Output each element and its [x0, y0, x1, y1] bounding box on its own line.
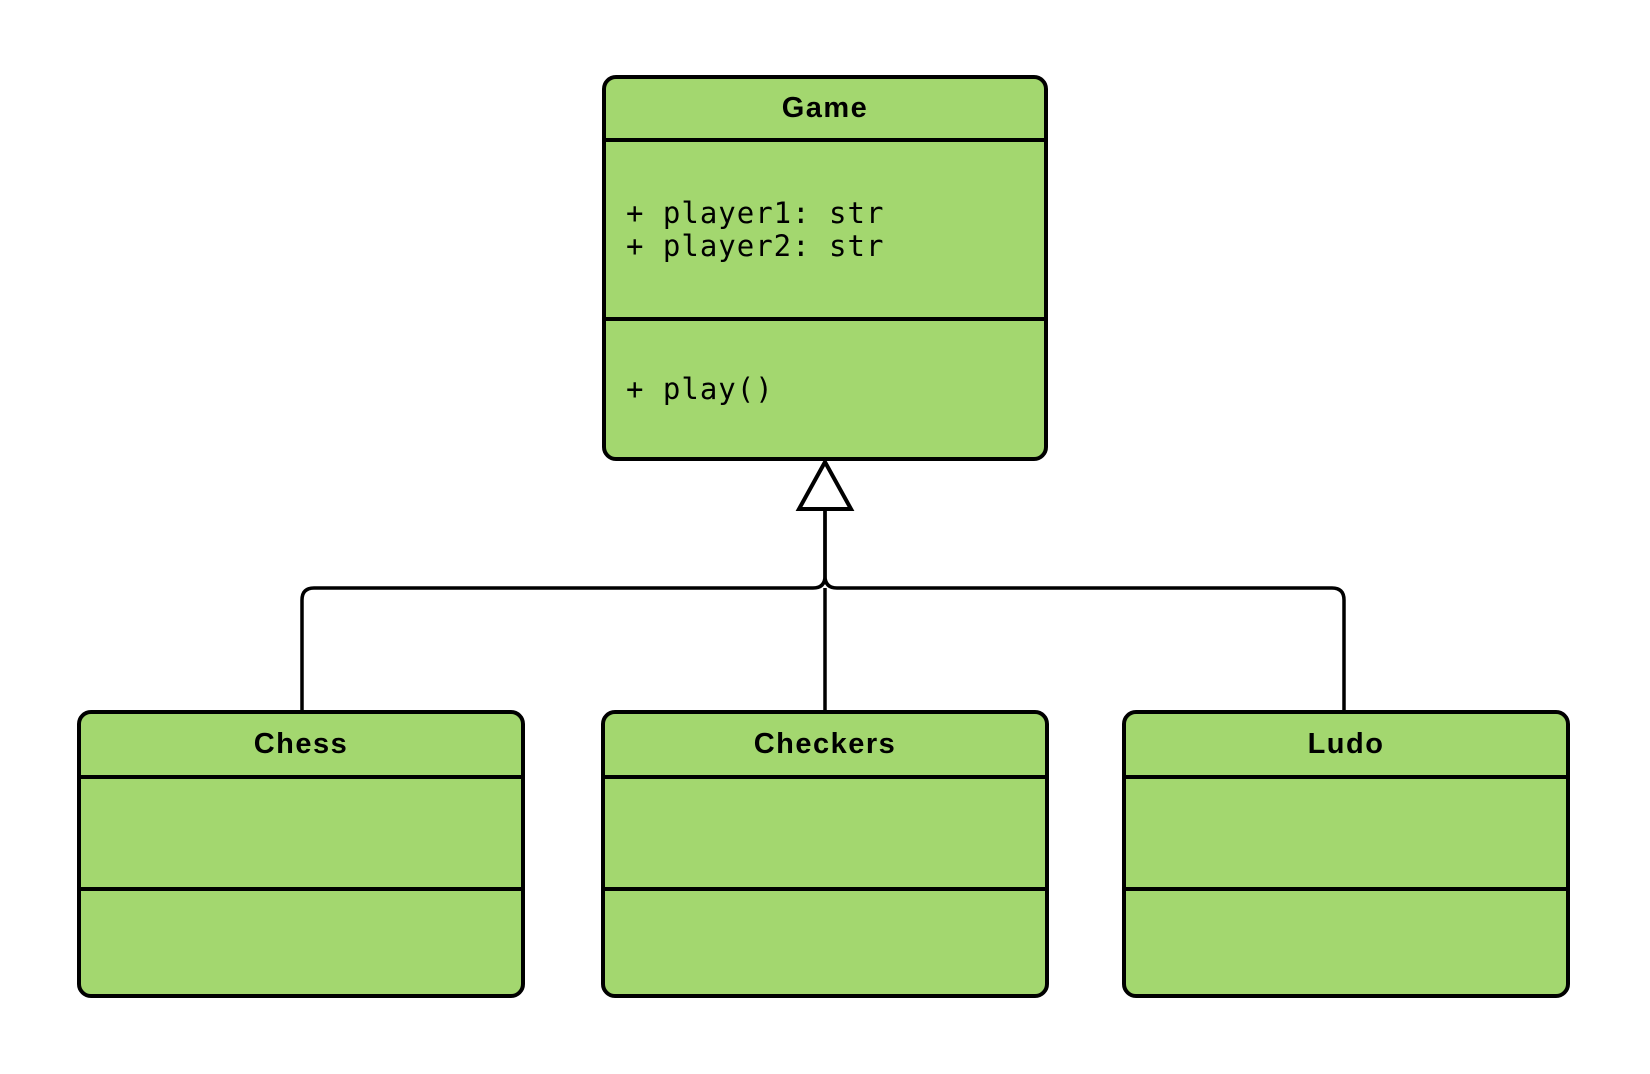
class-attributes-game: + player1: str + player2: str: [606, 138, 1044, 317]
class-node-checkers[interactable]: Checkers: [601, 710, 1049, 998]
class-methods-chess: [81, 887, 521, 994]
class-methods-ludo: [1126, 887, 1566, 994]
class-attributes-chess: [81, 775, 521, 887]
class-title-game: Game: [781, 92, 869, 124]
class-attributes-checkers: [605, 775, 1045, 887]
class-node-game[interactable]: Game + player1: str + player2: str + pla…: [602, 75, 1048, 461]
class-attributes-ludo: [1126, 775, 1566, 887]
attribute-line: + player2: str: [626, 228, 885, 263]
class-node-chess[interactable]: Chess: [77, 710, 525, 998]
inheritance-triangle-icon: [795, 457, 855, 511]
class-title-chess: Chess: [253, 728, 349, 760]
attribute-line: + player1: str: [626, 195, 885, 230]
class-methods-checkers: [605, 887, 1045, 994]
method-line: + play(): [626, 371, 774, 406]
class-title-checkers: Checkers: [753, 728, 897, 760]
class-node-ludo[interactable]: Ludo: [1122, 710, 1570, 998]
class-methods-game: + play(): [606, 317, 1044, 457]
inheritance-edge-chess: [300, 510, 827, 710]
class-title-ludo: Ludo: [1307, 728, 1385, 760]
inheritance-edge-ludo: [823, 510, 1346, 710]
